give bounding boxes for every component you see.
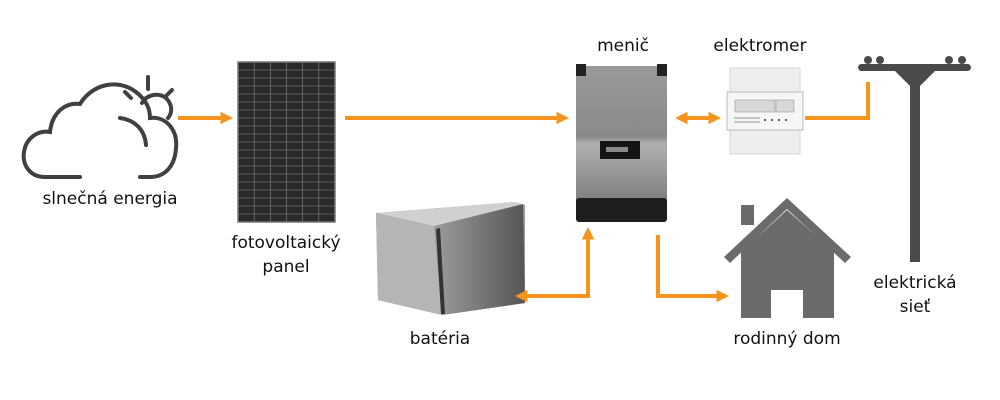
battery-label: batéria	[410, 329, 470, 349]
arrow-inverter-to-house	[656, 235, 730, 303]
solar-energy-label: slnečná energia	[42, 189, 177, 209]
battery-image	[376, 202, 525, 315]
grid-label-line1: elektrická	[873, 273, 956, 293]
solar-panel-image	[237, 61, 336, 223]
grid-label-line2: sieť	[900, 297, 931, 317]
arrow-inverter-battery	[514, 226, 595, 303]
meter-label: elektromer	[713, 36, 806, 56]
line-meter-to-grid	[805, 82, 870, 120]
cloud-sun-icon	[21, 75, 179, 179]
pv-panel-label-line1: fotovoltaický	[231, 233, 340, 253]
power-pole-icon	[858, 56, 971, 262]
inverter-image	[576, 64, 667, 222]
electricity-meter-image	[726, 67, 804, 155]
inverter-label: menič	[597, 36, 649, 56]
house-icon	[724, 198, 851, 318]
house-label: rodinný dom	[733, 329, 840, 349]
pv-panel-label-line2: panel	[262, 257, 309, 277]
